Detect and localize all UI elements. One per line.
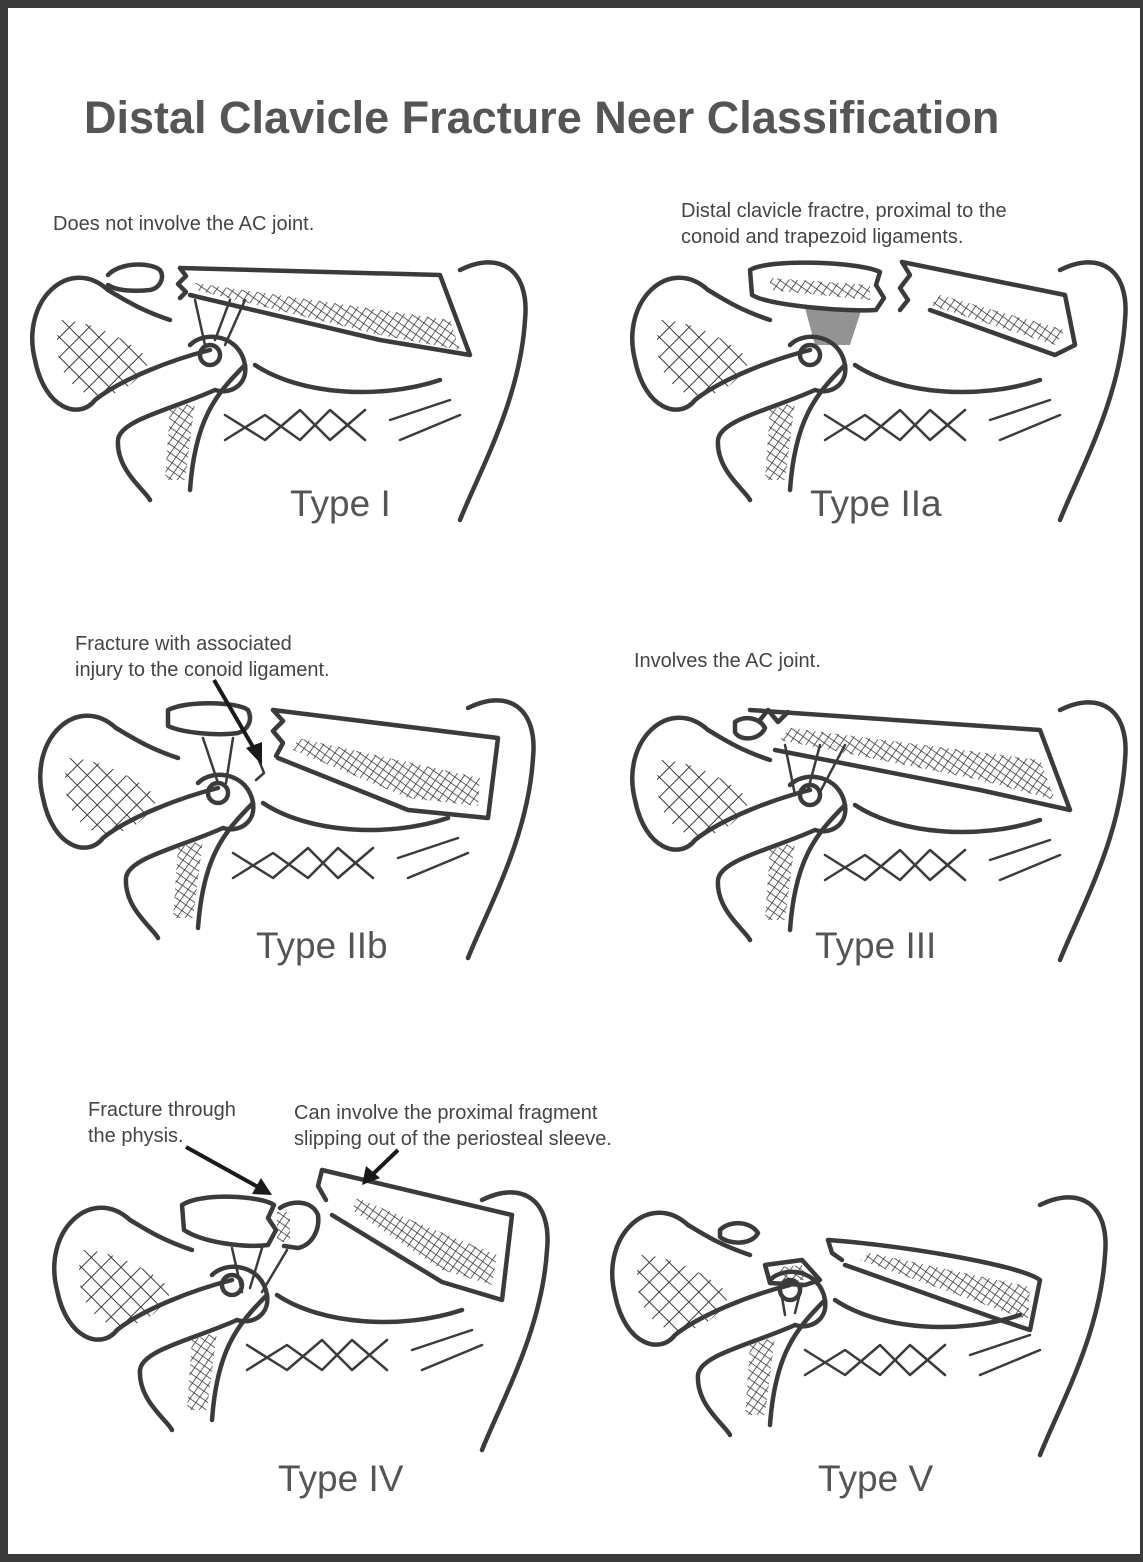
diagram-type-5 bbox=[612, 1197, 1105, 1455]
diagram-type-2a bbox=[632, 262, 1125, 520]
arrow-physis bbox=[186, 1147, 258, 1187]
diagram-type-2b bbox=[40, 700, 533, 958]
label-type-5: Type V bbox=[818, 1458, 933, 1500]
diagram-type-1 bbox=[32, 262, 525, 520]
label-type-3: Type III bbox=[815, 925, 936, 967]
label-type-2a: Type IIa bbox=[810, 483, 942, 525]
label-type-1: Type I bbox=[290, 483, 391, 525]
diagram-type-4 bbox=[54, 1170, 547, 1450]
arrow-proximal-fragment bbox=[372, 1150, 398, 1175]
label-type-2b: Type IIb bbox=[256, 925, 388, 967]
diagram-type-3 bbox=[632, 702, 1125, 960]
label-type-4: Type IV bbox=[278, 1458, 403, 1500]
arrow-head bbox=[246, 742, 262, 765]
